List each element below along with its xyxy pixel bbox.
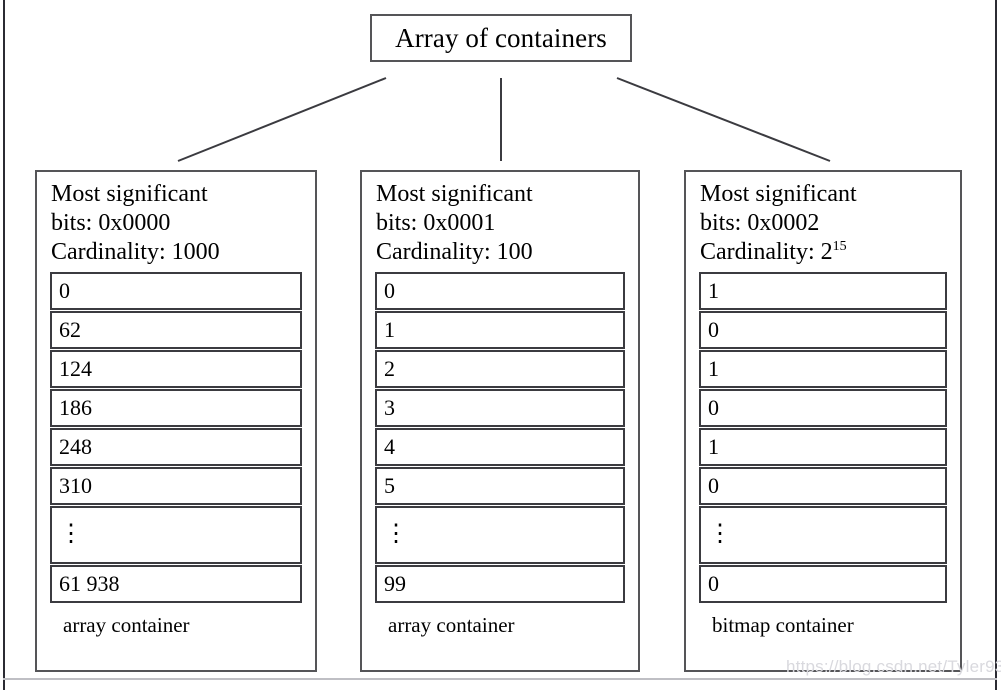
container-1-footer: array container bbox=[388, 613, 515, 638]
cell: 0 bbox=[50, 272, 302, 311]
cell: 1 bbox=[699, 272, 947, 311]
cell: 310 bbox=[50, 467, 302, 506]
cell: 1 bbox=[375, 311, 625, 350]
cell: 99 bbox=[375, 565, 625, 604]
container-0-header: Most significant bits: 0x0000 Cardinalit… bbox=[51, 181, 220, 265]
container-1: Most significant bits: 0x0001 Cardinalit… bbox=[360, 170, 640, 672]
cell: 61 938 bbox=[50, 565, 302, 604]
cell: 3 bbox=[375, 389, 625, 428]
cell: 62 bbox=[50, 311, 302, 350]
cell: 124 bbox=[50, 350, 302, 389]
watermark-text: https://blog.csdn.net/Tyler93 bbox=[786, 657, 1001, 676]
page-border-right bbox=[995, 0, 997, 690]
vertical-ellipsis-icon: ⋮ bbox=[708, 520, 732, 547]
cell: 1 bbox=[699, 428, 947, 467]
vertical-ellipsis-icon: ⋮ bbox=[384, 520, 408, 547]
connector-left bbox=[177, 77, 387, 162]
root-title-box: Array of containers bbox=[370, 14, 632, 62]
cell: 1 bbox=[699, 350, 947, 389]
cell-ellipsis: ⋮ bbox=[50, 506, 302, 565]
container-1-cells: 0 1 2 3 4 5 ⋮ 99 bbox=[375, 272, 625, 604]
page-border-left bbox=[3, 0, 5, 690]
vertical-ellipsis-icon: ⋮ bbox=[59, 520, 83, 547]
container-0-footer: array container bbox=[63, 613, 190, 638]
cell: 0 bbox=[699, 467, 947, 506]
container-1-header: Most significant bits: 0x0001 Cardinalit… bbox=[376, 181, 533, 265]
cell: 248 bbox=[50, 428, 302, 467]
container-2-bits-label: bits: 0x0002 bbox=[700, 209, 820, 236]
page-border-bottom bbox=[3, 678, 997, 680]
container-0-cells: 0 62 124 186 248 310 ⋮ 61 938 bbox=[50, 272, 302, 604]
container-2-cardinality-exponent: 15 bbox=[832, 238, 847, 254]
cell: 4 bbox=[375, 428, 625, 467]
cell-ellipsis: ⋮ bbox=[375, 506, 625, 565]
connector-right bbox=[616, 77, 831, 162]
container-2-cells: 1 0 1 0 1 0 ⋮ 0 bbox=[699, 272, 947, 604]
container-0: Most significant bits: 0x0000 Cardinalit… bbox=[35, 170, 317, 672]
container-2-msb-label: Most significant bbox=[700, 181, 857, 207]
cell: 0 bbox=[375, 272, 625, 311]
container-2-footer: bitmap container bbox=[712, 613, 854, 638]
container-2-cardinality-label: Cardinality: 2 bbox=[700, 238, 833, 265]
cell: 2 bbox=[375, 350, 625, 389]
root-title-label: Array of containers bbox=[395, 22, 607, 53]
cell: 0 bbox=[699, 389, 947, 428]
cell: 5 bbox=[375, 467, 625, 506]
cell: 0 bbox=[699, 565, 947, 604]
cell-ellipsis: ⋮ bbox=[699, 506, 947, 565]
cell: 186 bbox=[50, 389, 302, 428]
cell: 0 bbox=[699, 311, 947, 350]
